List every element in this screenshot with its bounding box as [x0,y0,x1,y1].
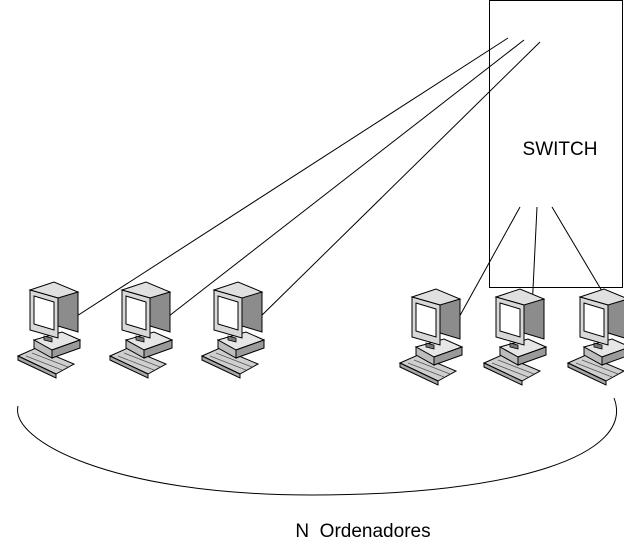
connection-line [451,206,521,331]
desktop-computer-icon [567,288,624,386]
desktop-computer-icon [483,288,547,386]
group-caption: N Ordenadores [295,521,430,542]
switch-box [489,0,623,288]
connection-lines-left [65,37,541,324]
group-bracket-arc [17,397,617,496]
connection-line [65,37,509,324]
connection-line [253,41,541,324]
computers [17,281,624,386]
desktop-computer-icon [399,288,463,386]
desktop-computer-icon [17,281,81,379]
desktop-computer-icon [109,281,173,379]
connection-line [159,39,525,324]
switch-label: SWITCH [523,139,598,160]
desktop-computer-icon [201,281,265,379]
